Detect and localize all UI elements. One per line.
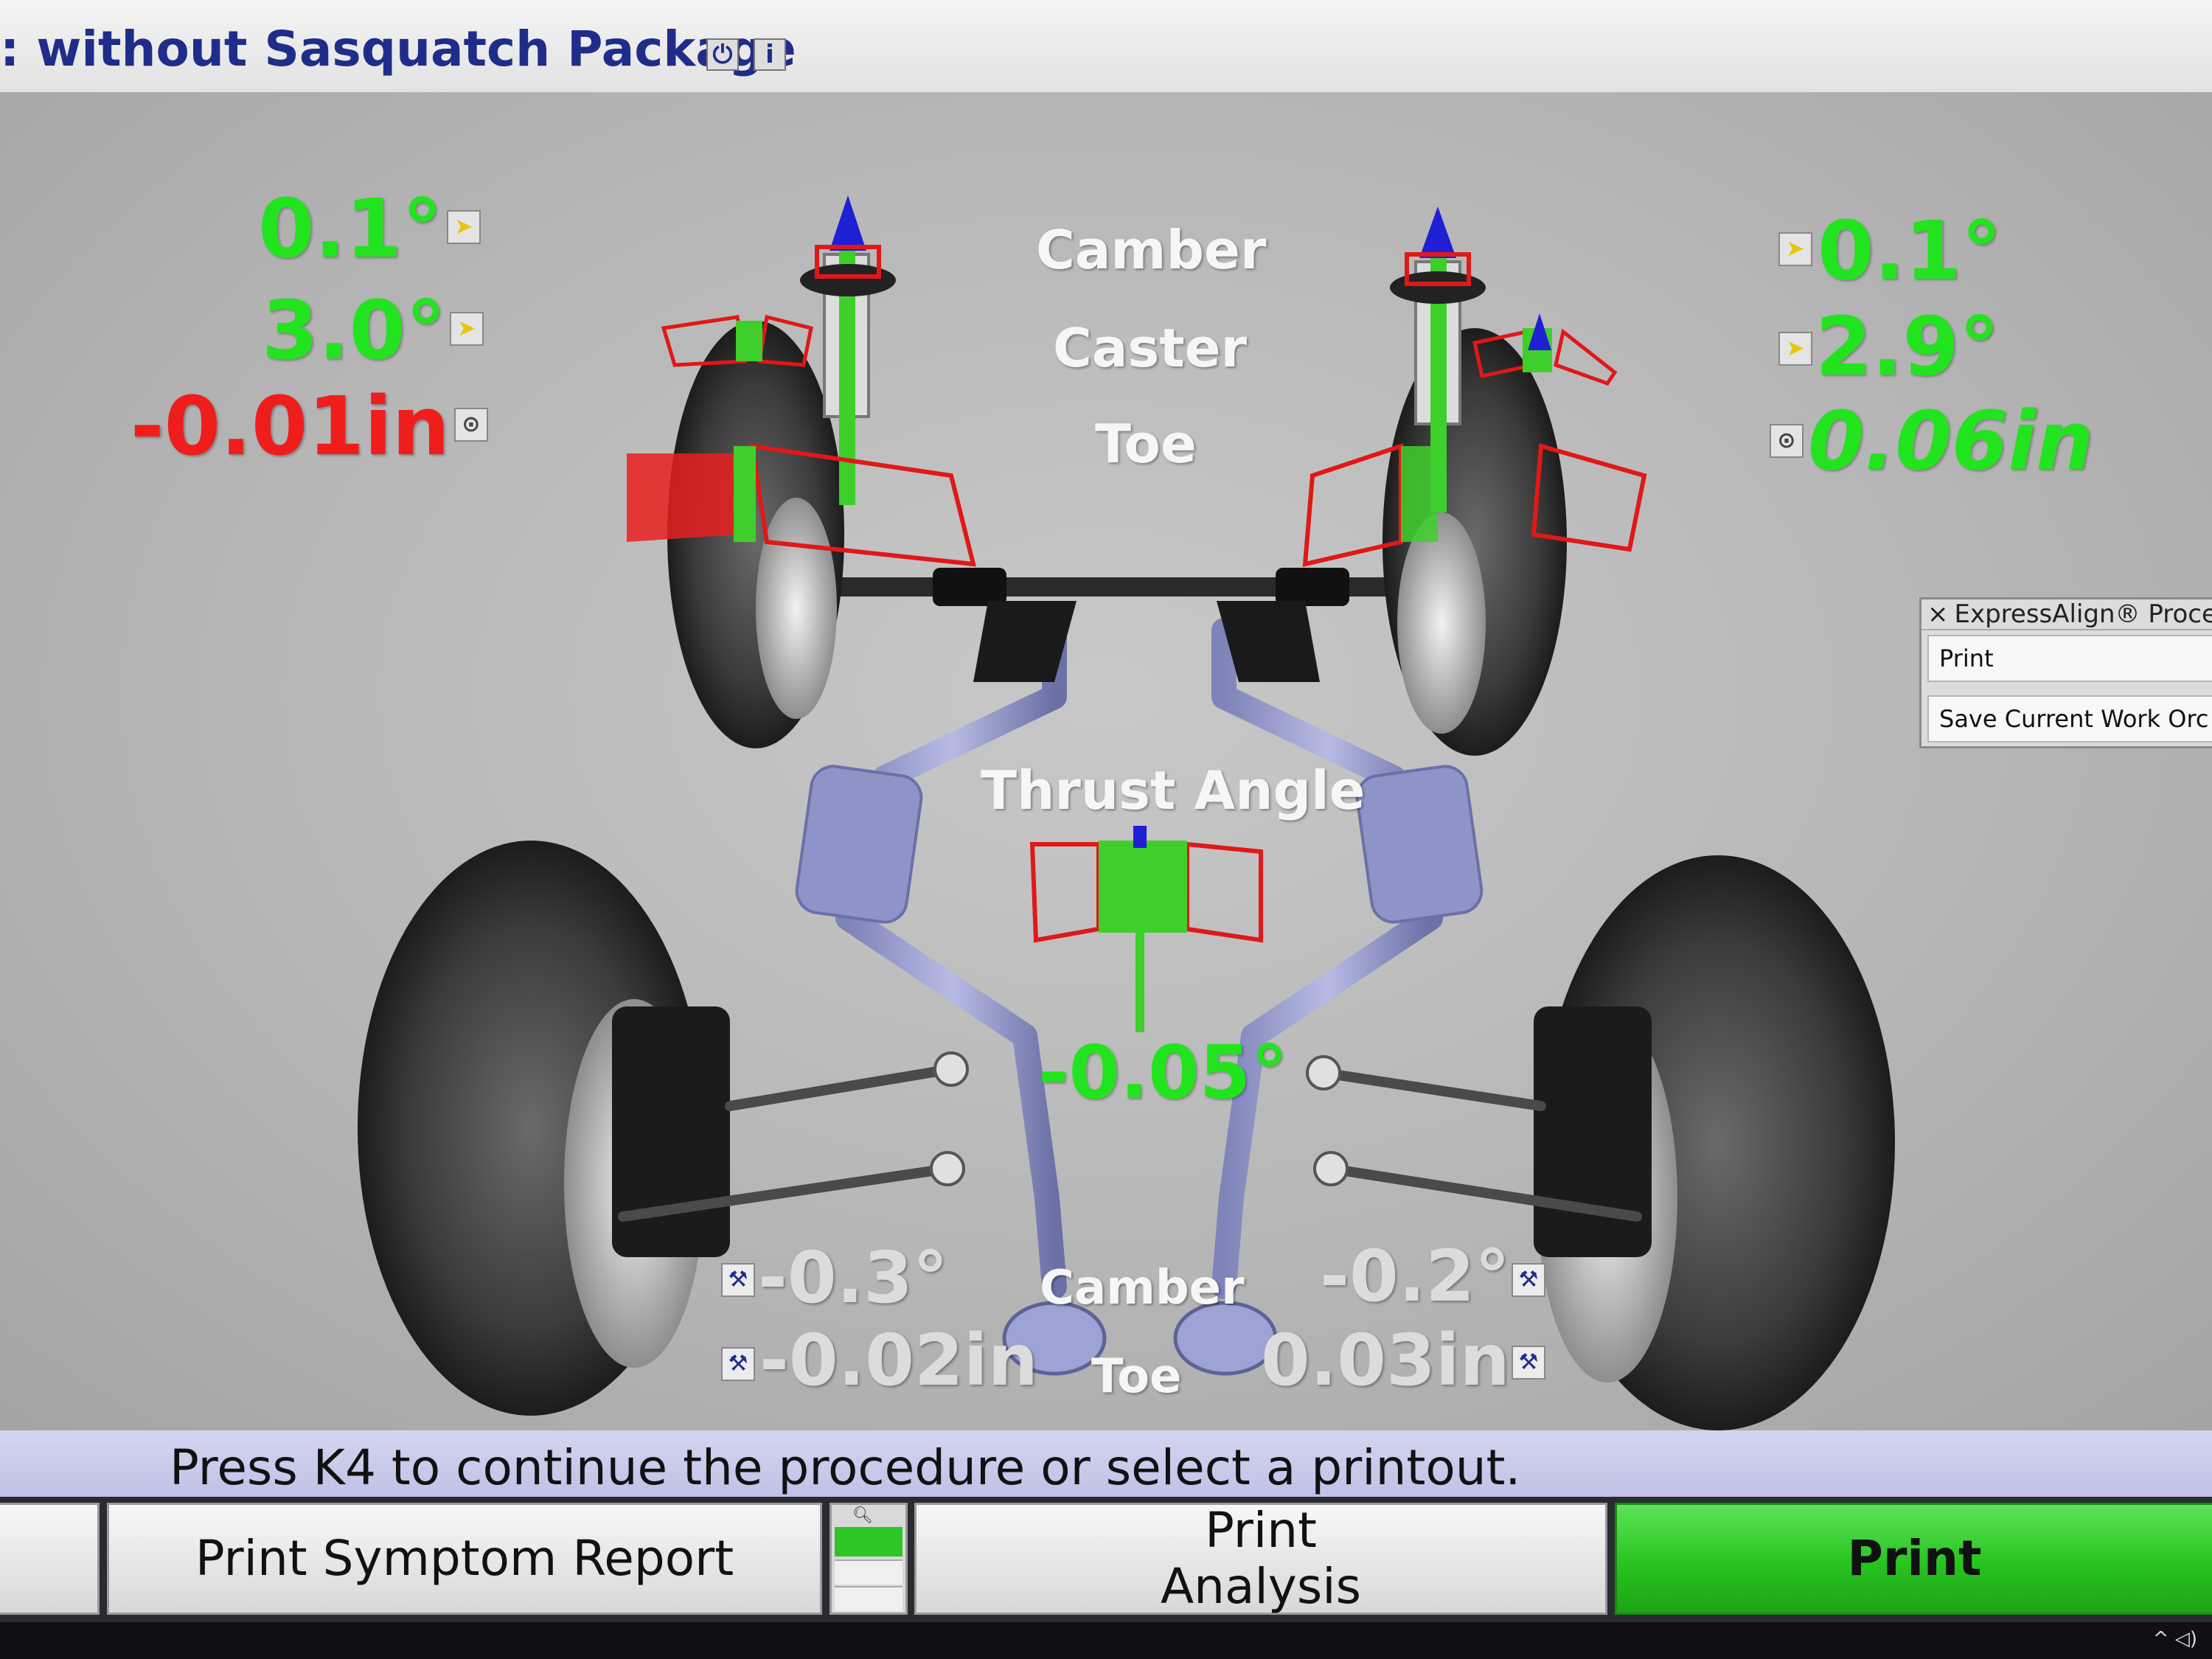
front-right-camber-value: 0.1° xyxy=(1818,204,2002,298)
rear-left-toe-value: -0.02in xyxy=(759,1319,1038,1402)
adjust-icon[interactable]: ➤ xyxy=(1778,232,1812,266)
front-left-camber-value: 0.1° xyxy=(258,181,442,276)
rear-right-wheel xyxy=(1534,855,1895,1430)
front-left-caster-value: 3.0° xyxy=(262,283,446,378)
popup-title-bar: × ExpressAlign® Proce xyxy=(1921,599,2212,630)
adjust-icon[interactable]: ➤ xyxy=(447,210,481,244)
instruction-bar: Press K4 to continue the procedure or se… xyxy=(0,1430,2212,1497)
popup-item-print[interactable]: Print xyxy=(1927,635,2212,682)
softkey-k1[interactable] xyxy=(0,1503,100,1615)
instruction-text: Press K4 to continue the procedure or se… xyxy=(170,1439,1521,1496)
front-toe-label: Toe xyxy=(1095,413,1197,475)
rear-left-wheel xyxy=(358,841,730,1416)
system-tray-icons: ^ ◁) xyxy=(2152,1628,2197,1650)
front-left-toe-value: -0.01in xyxy=(130,379,450,473)
rear-toe-label: Toe xyxy=(1091,1349,1182,1404)
front-left-caster-indicator xyxy=(661,314,813,367)
rear-control-arms xyxy=(618,1064,1642,1222)
rear-left-camber-value: -0.3° xyxy=(758,1237,948,1319)
info-icon[interactable]: i xyxy=(754,38,786,71)
wrench-icon[interactable]: ⚒ xyxy=(1512,1346,1545,1380)
front-left-toe-indicator xyxy=(627,443,976,567)
print-analysis-button[interactable]: Print Analysis xyxy=(914,1503,1607,1615)
wrench-icon[interactable]: ⚒ xyxy=(721,1347,755,1381)
adjust-icon[interactable]: ➤ xyxy=(1778,332,1812,366)
close-icon[interactable]: × xyxy=(1927,599,1949,629)
page-indicator-slot xyxy=(835,1559,902,1585)
taskbar: ^ ◁) xyxy=(0,1622,2212,1659)
page-indicator: 🔍︎ xyxy=(830,1503,908,1615)
steering-wheel-icon[interactable]: ⊙ xyxy=(1770,424,1804,458)
front-right-toe-value: 0.06in xyxy=(1808,394,2094,488)
adjust-icon[interactable]: ➤ xyxy=(450,312,484,346)
wrench-icon[interactable]: ⚒ xyxy=(721,1263,755,1297)
front-right-wheel xyxy=(1382,328,1567,756)
rear-right-camber-value: -0.2° xyxy=(1320,1235,1510,1318)
popup-title: ExpressAlign® Proce xyxy=(1954,599,2212,629)
vehicle-suspension-graphic xyxy=(358,195,1895,1430)
softkey-bar: Print Symptom Report 🔍︎ Print Analysis P… xyxy=(0,1497,2212,1622)
expressalign-popup-menu: × ExpressAlign® Proce Print Save Current… xyxy=(1919,597,2212,748)
magnifier-icon: 🔍︎ xyxy=(852,1506,873,1525)
power-icon[interactable]: ⏻ xyxy=(706,38,739,71)
steering-rack xyxy=(796,568,1416,682)
vehicle-spec-title: : without Sasquatch Package xyxy=(0,21,796,77)
front-right-caster-indicator xyxy=(1472,313,1618,386)
popup-item-save-work-order[interactable]: Save Current Work Orc xyxy=(1927,695,2212,742)
exhaust-tips xyxy=(1002,1301,1278,1376)
front-right-caster-value: 2.9° xyxy=(1815,299,2000,394)
page-indicator-slot xyxy=(835,1586,902,1611)
front-camber-label: Camber xyxy=(1036,219,1267,281)
mufflers xyxy=(795,765,1484,924)
rear-right-toe-value: 0.03in xyxy=(1260,1319,1510,1402)
header-bar: : without Sasquatch Package ⏻ i xyxy=(0,0,2212,92)
rear-arm-bushings xyxy=(930,1051,1349,1186)
alignment-3d-view: Camber Caster Toe 0.1° ➤ 3.0° ➤ -0.01in … xyxy=(0,92,2212,1430)
thrust-angle-indicator xyxy=(1029,826,1263,1032)
steering-wheel-icon[interactable]: ⊙ xyxy=(454,408,488,442)
rear-camber-label: Camber xyxy=(1040,1261,1245,1315)
print-button[interactable]: Print xyxy=(1615,1503,2212,1615)
print-symptom-report-button[interactable]: Print Symptom Report xyxy=(107,1503,822,1615)
page-indicator-active xyxy=(835,1527,902,1557)
thrust-angle-label: Thrust Angle xyxy=(981,759,1366,821)
front-caster-label: Caster xyxy=(1053,317,1248,379)
wrench-icon[interactable]: ⚒ xyxy=(1512,1263,1545,1297)
front-right-toe-indicator xyxy=(1302,442,1647,567)
front-left-strut xyxy=(800,195,896,505)
thrust-angle-value: -0.05° xyxy=(1038,1029,1288,1116)
